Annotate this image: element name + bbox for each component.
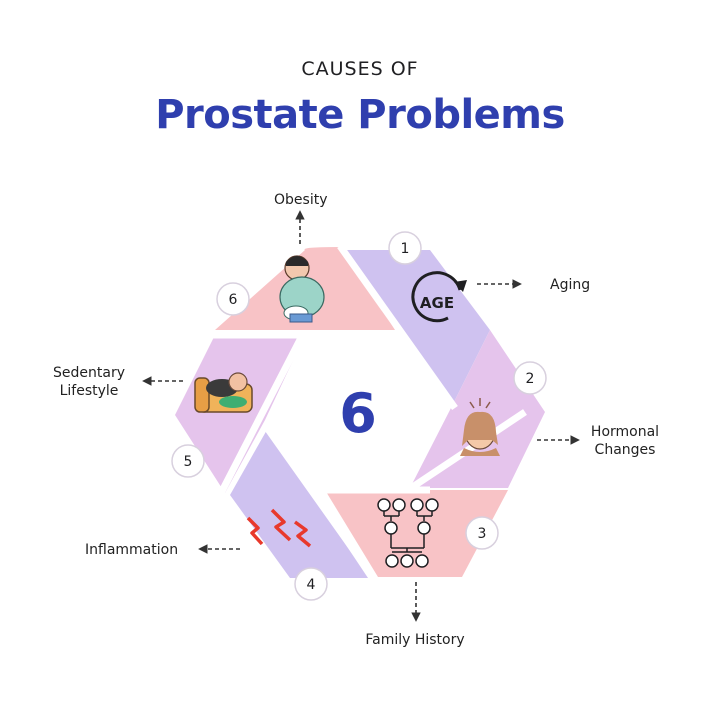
center-number: 6 [339, 382, 377, 445]
number-badge-6: 6 [216, 282, 250, 316]
cause-label-3: Family History [365, 632, 465, 648]
age-text: AGE [420, 294, 454, 312]
number-badge-text: 5 [184, 454, 193, 470]
number-badge-text: 4 [307, 577, 316, 593]
segment-5 [175, 335, 305, 493]
cause-label-4: Inflammation [85, 542, 179, 558]
age-cycle-icon: AGE [411, 271, 467, 323]
number-badge-text: 6 [229, 292, 238, 308]
number-badge-text: 1 [401, 241, 410, 257]
number-badge-3: 3 [465, 516, 499, 550]
subtitle: CAUSES OF [301, 58, 419, 80]
number-badge-2: 2 [513, 361, 547, 395]
person-on-couch-icon [194, 372, 253, 413]
segment-separators [195, 243, 527, 583]
overweight-person-icon [279, 255, 325, 323]
cause-label-2: Hormonal Changes [590, 424, 660, 458]
segment-2 [410, 330, 545, 488]
lightning-pain-icon [246, 508, 312, 548]
number-badge-text: 2 [526, 371, 535, 387]
number-badge-4: 4 [294, 567, 328, 601]
number-badge-5: 5 [171, 444, 205, 478]
page-title: Prostate Problems [155, 92, 565, 138]
family-tree-icon [377, 498, 439, 568]
cause-label-5: Sedentary Lifestyle [53, 365, 125, 399]
cause-label-1: Aging [550, 277, 591, 293]
stressed-woman-icon [460, 398, 500, 456]
segment-3 [325, 490, 508, 577]
number-badge-1: 1 [388, 231, 422, 265]
segment-4 [230, 428, 368, 578]
number-badge-text: 3 [478, 526, 487, 542]
cause-label-6: Obesity [274, 192, 328, 208]
segment-1 [345, 250, 490, 406]
